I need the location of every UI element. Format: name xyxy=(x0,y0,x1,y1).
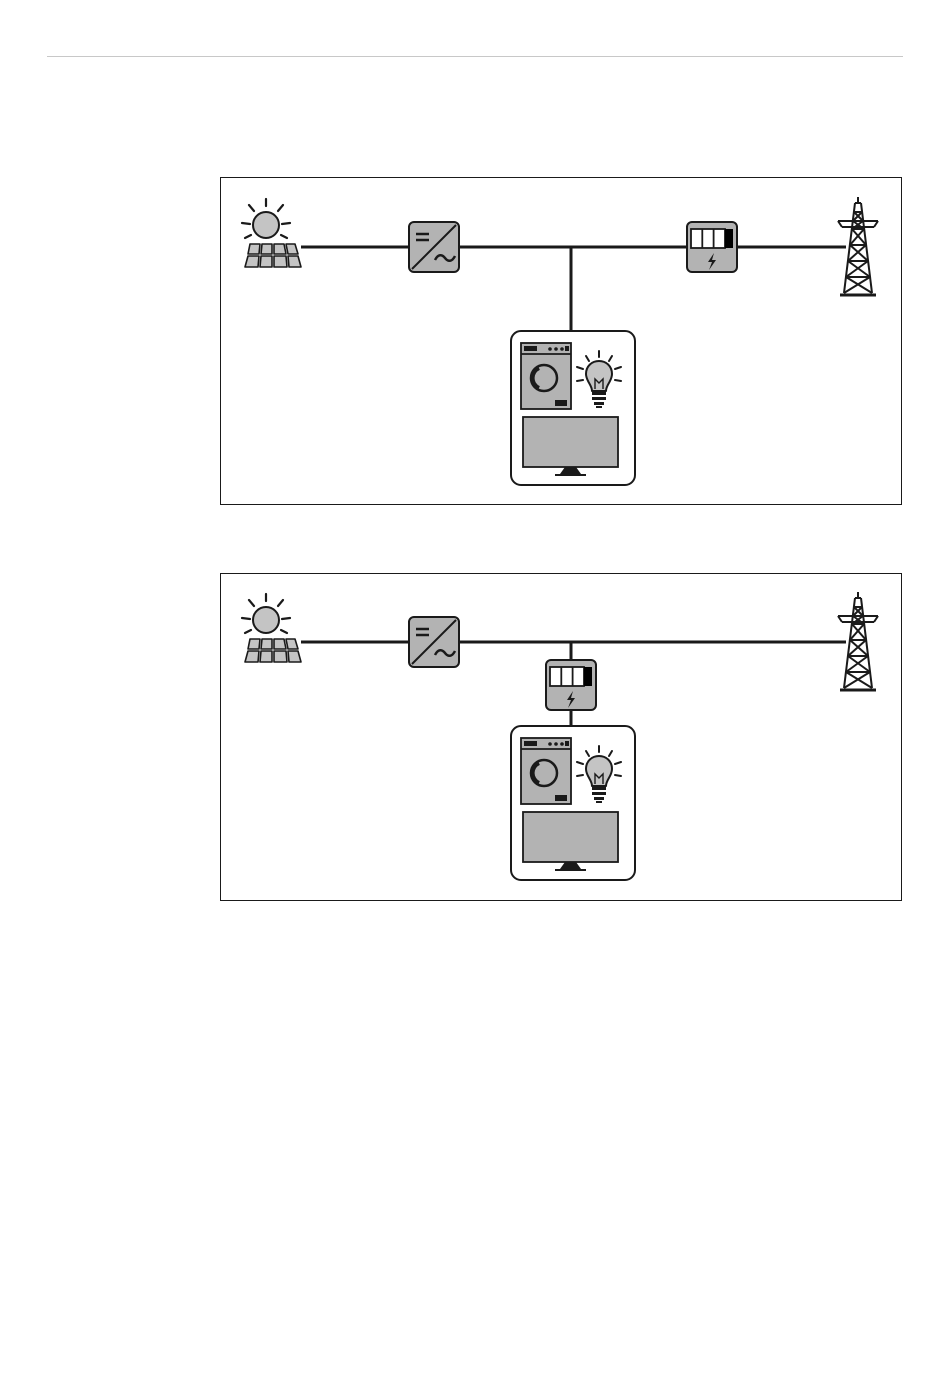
energy-diagram-1 xyxy=(220,177,902,505)
household-loads-icon xyxy=(511,331,635,485)
top-rule xyxy=(47,56,903,57)
diagram-1-canvas xyxy=(221,178,903,506)
battery-icon xyxy=(687,222,737,272)
household-loads-icon xyxy=(511,726,635,880)
solar-panel-icon xyxy=(242,594,301,662)
inverter-icon xyxy=(409,617,459,667)
inverter-icon xyxy=(409,222,459,272)
battery-icon xyxy=(546,660,596,710)
energy-diagram-2 xyxy=(220,573,902,901)
diagram-2-canvas xyxy=(221,574,903,902)
solar-panel-icon xyxy=(242,199,301,267)
